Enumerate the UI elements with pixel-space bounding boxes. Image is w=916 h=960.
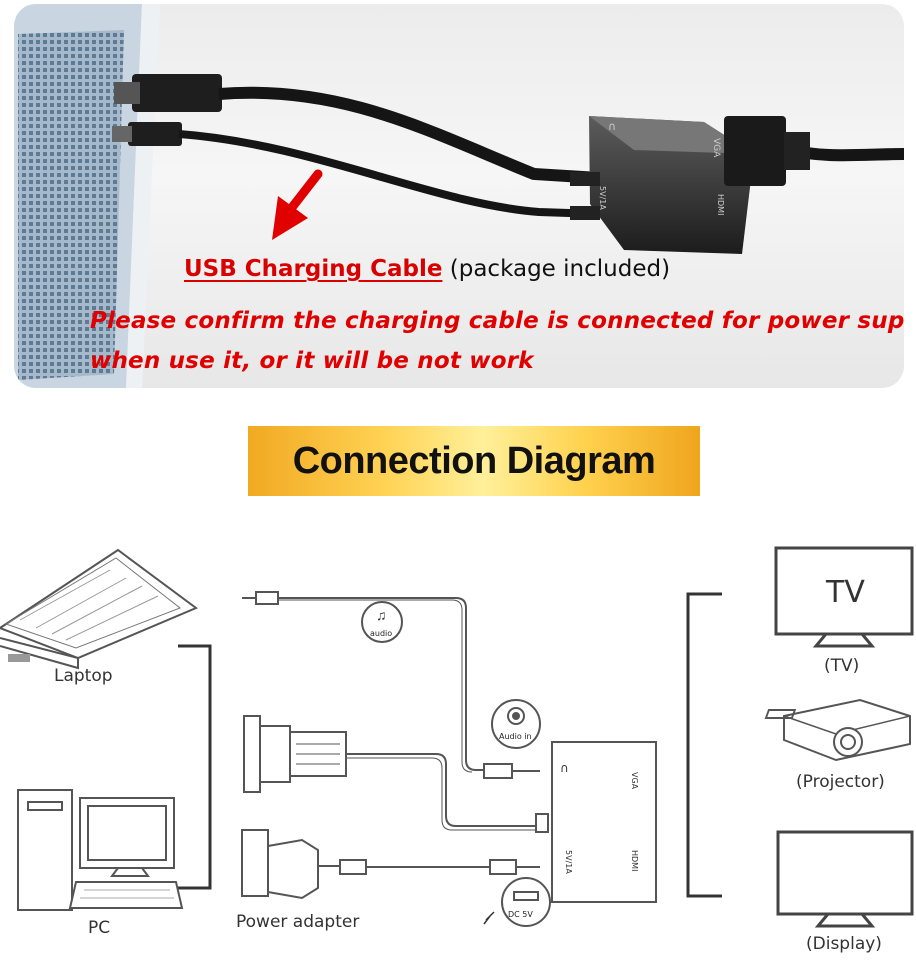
red-arrow-icon (272, 169, 323, 240)
connection-diagram: ♫ (0, 546, 914, 928)
diagram-vga-label: VGA (630, 772, 639, 790)
diagram-title: Connection Diagram (292, 439, 656, 482)
photo-power-label: 5V/1A (598, 186, 607, 210)
diagram-adapter-box (551, 741, 657, 903)
power-adapter-icon (241, 829, 540, 900)
adapter-photo: ∩ VGA HDMI 5V/1A (14, 4, 904, 388)
tv-screen-text: TV (825, 575, 865, 610)
projector-icon (764, 698, 911, 762)
audio-bubble-label: audio (370, 629, 392, 638)
usb-plug-main (114, 74, 222, 112)
diagram-headphone-icon: ∩ (560, 761, 569, 775)
laptop-side-vent (14, 4, 160, 388)
dc-bubble-label: DC 5V (508, 910, 533, 919)
product-photo-panel: ∩ VGA HDMI 5V/1A USB Charging Cable (pac… (14, 4, 904, 388)
audio-in-bubble-icon (491, 699, 541, 749)
adapter-box: ∩ VGA HDMI 5V/1A (570, 116, 810, 254)
laptop-label: Laptop (54, 666, 113, 686)
usb-charging-cable-label: USB Charging Cable (184, 256, 443, 282)
audio-cable (242, 591, 540, 779)
pc-icon (17, 789, 184, 911)
svg-text:♫: ♫ (376, 607, 387, 623)
display-label: (Display) (806, 934, 882, 954)
power-adapter-label: Power adapter (236, 912, 360, 932)
package-included-note: (package included) (449, 256, 671, 282)
diagram-hdmi-label: HDMI (630, 850, 639, 871)
tv-label: (TV) (824, 656, 860, 676)
tv-icon (774, 546, 914, 648)
diagram-power-label: 5V/1A (564, 850, 573, 874)
pc-label: PC (88, 918, 111, 938)
display-icon (776, 830, 914, 928)
projector-label: (Projector) (796, 772, 885, 792)
laptop-icon (0, 548, 198, 670)
usb-plug-charging (112, 122, 182, 146)
audio-in-bubble-label: Audio in (499, 732, 532, 741)
photo-vga-label: VGA (711, 138, 721, 158)
audio-bubble-icon: ♫ (361, 601, 403, 643)
charging-cable-caption: USB Charging Cable (package included) (184, 256, 670, 282)
dc-5v-bubble-icon (483, 877, 551, 927)
vga-connector-icon (243, 715, 549, 833)
power-warning-line-2: when use it, or it will be not work (90, 348, 534, 374)
photo-headphone-icon: ∩ (608, 120, 616, 133)
photo-hdmi-label: HDMI (716, 194, 725, 215)
diagram-title-banner: Connection Diagram (248, 426, 700, 496)
power-warning-line-1: Please confirm the charging cable is con… (90, 308, 904, 334)
